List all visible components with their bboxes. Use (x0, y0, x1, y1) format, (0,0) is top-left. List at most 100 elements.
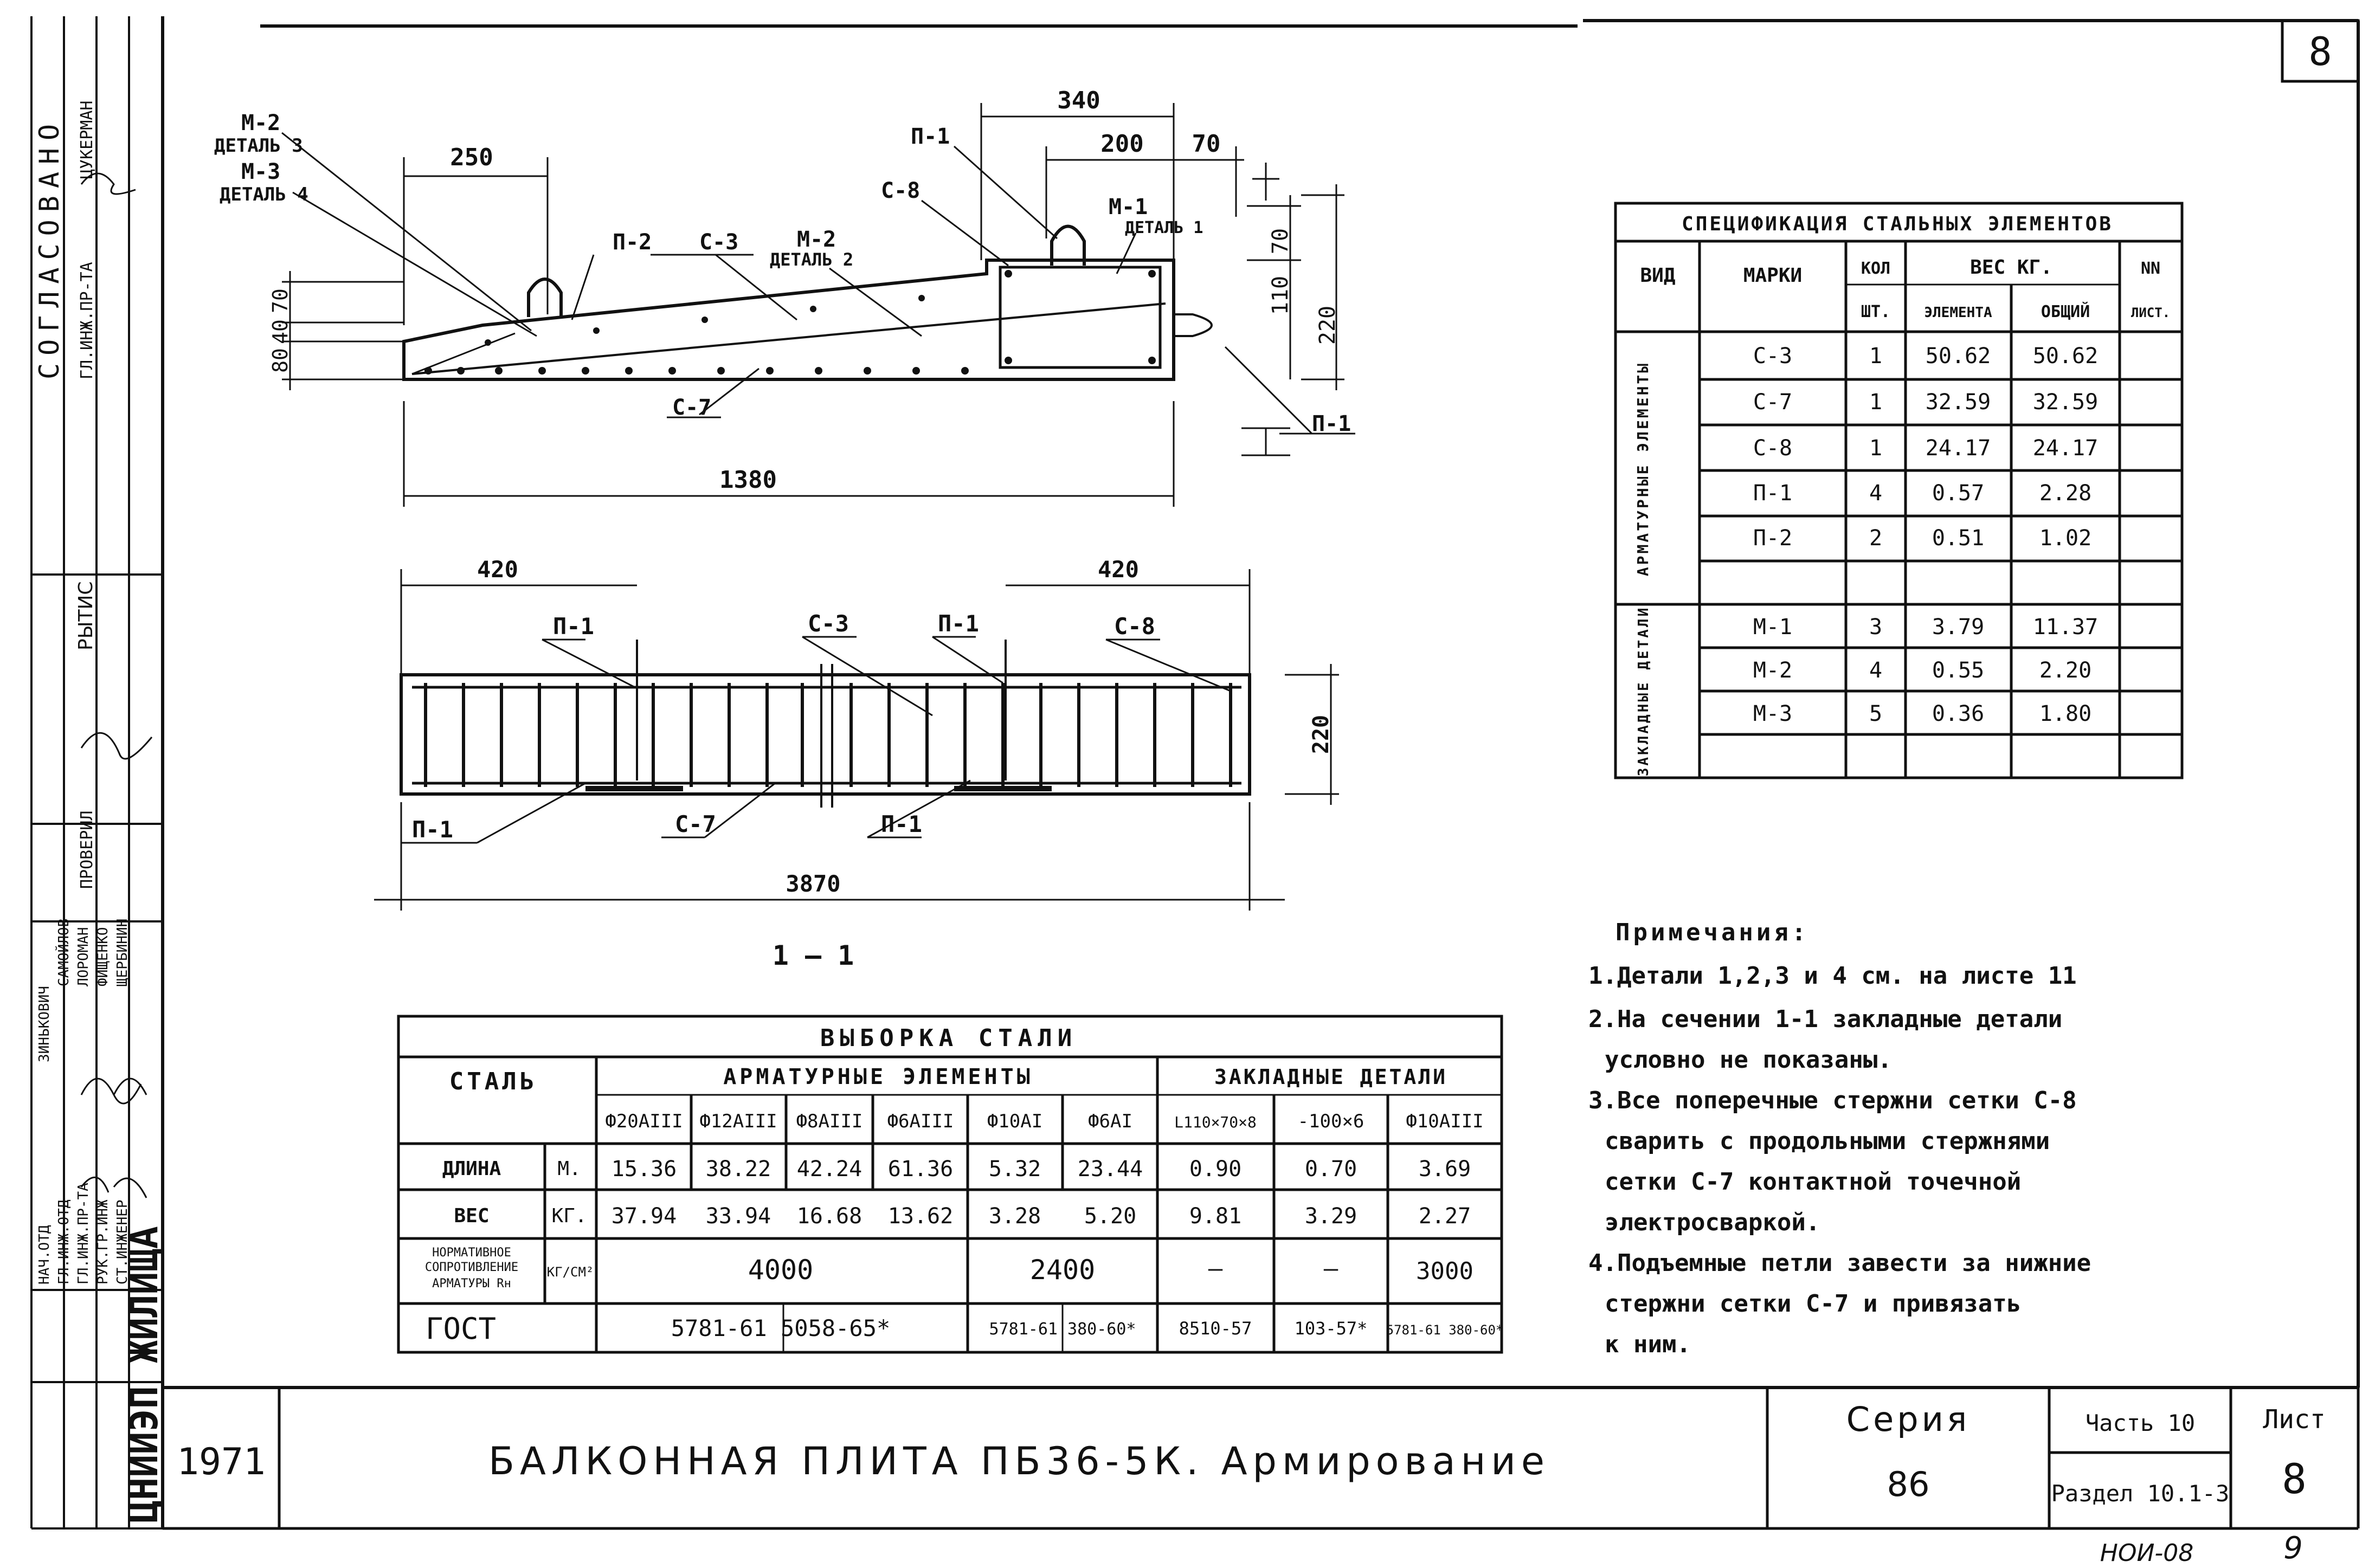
spec-cell: 32.59 (2033, 390, 2098, 415)
stamp-checker: РЫТИС (75, 581, 97, 650)
table-row: С-7 1 32.59 32.59 (1753, 390, 2098, 415)
spec-cell: 11.37 (2033, 615, 2098, 640)
label-c7: С-7 (672, 395, 711, 420)
plan-label-p1-d: П-1 (881, 811, 922, 837)
spec-cell: 0.51 (1932, 526, 1984, 551)
dim-70-top: 70 (1192, 130, 1221, 158)
section-cut-label: 1 — 1 (773, 940, 854, 971)
section-labels: М-2 ДЕТАЛЬ 3 М-3 ДЕТАЛЬ 4 П-2 С-3 М-2 ДЕ… (214, 111, 1351, 436)
stamp-name-c: ЛОРОМАН (75, 927, 92, 986)
stamp-name-d: ФИЩЕНКО (95, 927, 111, 986)
steel-norm-a: 4000 (748, 1254, 813, 1286)
table-row: М-3 5 0.36 1.80 (1753, 701, 2091, 726)
steel-group-b: ЗАКЛАДНЫЕ ДЕТАЛИ (1214, 1065, 1447, 1089)
stamp-chief-engineer: ГЛ.ИНЖ.ПР-ТА (78, 262, 96, 379)
steel-col-header: Ф10АIII (1406, 1111, 1483, 1132)
steel-cell: 3.29 (1305, 1204, 1357, 1229)
part-label: Часть 10 (2086, 1410, 2195, 1436)
spec-cell: П-1 (1753, 481, 1792, 506)
spec-h-kind: ВИД (1640, 264, 1675, 287)
dim-200: 200 (1100, 130, 1143, 158)
spec-cell: 50.62 (1926, 344, 1991, 369)
dim-420-right: 420 (1098, 556, 1139, 583)
plan-label-c8: С-8 (1114, 613, 1155, 640)
plan-view: 420 420 220 3870 П-1 С-3 П-1 С-8 П-1 С-7… (374, 556, 1339, 971)
section-label: Раздел 10.1-3 (2051, 1480, 2230, 1507)
steel-weight-row: ВЕС КГ. 37.94 33.94 16.68 13.62 3.28 5.2… (454, 1204, 1471, 1229)
stamp-text: СОГЛАСОВАНО ГЛ.ИНЖ.ПР-ТА ЦУКЕРМАН ПРОВЕР… (34, 101, 166, 1524)
title-year: 1971 (177, 1441, 266, 1483)
spec-cell: 1 (1869, 436, 1882, 461)
sheet-number: 8 (2308, 29, 2332, 74)
slab-outline (402, 224, 1213, 381)
spec-cell: 4 (1869, 481, 1882, 506)
spec-h-qty-unit: ШТ. (1861, 302, 1890, 321)
sheet-number-box: 8 (2281, 19, 2360, 83)
stamp-chief-proj: ГЛ.ИНЖ.ПР-ТА (75, 1183, 92, 1285)
dim-250: 250 (450, 144, 493, 171)
spec-cell: 3 (1869, 615, 1882, 640)
plan-label-c7: С-7 (675, 811, 716, 837)
steel-cell: 16.68 (797, 1204, 862, 1229)
spec-cell: М-2 (1753, 658, 1792, 683)
plan-label-p1-a: П-1 (553, 613, 594, 640)
stamp-chief-dept: ГЛ.ИНЖ.ОТД (56, 1199, 72, 1285)
sheet-title: БАЛКОННАЯ ПЛИТА ПБ36-5К. Армирование (488, 1439, 1550, 1483)
plan-outline (400, 664, 1251, 808)
section-dim-lines (282, 103, 1344, 507)
label-p1-right: П-1 (1312, 411, 1351, 436)
steel-weight-unit: КГ. (551, 1205, 587, 1227)
spec-cell: М-3 (1753, 701, 1792, 726)
title-block (161, 1388, 2360, 1530)
label-det1: ДЕТАЛЬ 1 (1125, 218, 1203, 237)
steel-cell: 15.36 (612, 1157, 677, 1182)
spec-cell: П-2 (1753, 526, 1792, 551)
plan-dim-lines (374, 569, 1339, 911)
rebar-dots (424, 270, 1156, 375)
label-det2: ДЕТАЛЬ 2 (770, 249, 853, 270)
stamp-name-b: САМОЙЛОВ (55, 919, 72, 986)
steel-col-header: Ф6АIII (887, 1111, 954, 1132)
steel-gost-label: ГОСТ (426, 1312, 496, 1346)
dim-80: 80 (268, 348, 292, 373)
steel-weight-label: ВЕС (454, 1205, 489, 1227)
steel-cell: 3.69 (1419, 1157, 1471, 1182)
note-line: электросваркой. (1605, 1209, 1820, 1236)
stamp-checked: ПРОВЕРИЛ (78, 811, 96, 889)
section-leaders (281, 132, 1355, 435)
steel-col-header: Ф10АI (987, 1111, 1042, 1132)
label-det3: ДЕТАЛЬ 3 (214, 135, 303, 157)
steel-gost-a: 5781-61 5058-65* (671, 1315, 891, 1341)
section-view: 250 340 200 70 70 110 220 80 40 70 1380 … (214, 87, 1355, 507)
steel-gost-c: 8510-57 (1179, 1318, 1252, 1339)
steel-gost-e: 5781-61 380-60* (1386, 1322, 1504, 1338)
steel-norm-unit: КГ/СМ² (547, 1264, 594, 1280)
spec-cell: 1.80 (2039, 701, 2091, 726)
steel-norm-d: — (1324, 1255, 1338, 1282)
steel-cell: 5.20 (1084, 1204, 1136, 1229)
steel-col-headers: Ф20АIII Ф12АIII Ф8АIII Ф6АIII Ф10АI Ф6АI… (605, 1111, 1483, 1132)
spec-rows: С-3 1 50.62 50.62 С-7 1 32.59 32.59 С-8 … (1753, 344, 2098, 726)
stamp-agreed: СОГЛАСОВАНО (34, 117, 65, 379)
spec-table: СПЕЦИФИКАЦИЯ СТАЛЬНЫХ ЭЛЕМЕНТОВ ВИД МАРК… (1614, 202, 2184, 779)
note-line: 4.Подъемные петли завести за нижние (1588, 1249, 2091, 1277)
spec-cell: 24.17 (1926, 436, 1991, 461)
steel-cell: 5.32 (989, 1157, 1041, 1182)
dim-1380: 1380 (719, 466, 777, 494)
table-row: П-1 4 0.57 2.28 (1753, 481, 2091, 506)
label-m3: М-3 (241, 159, 280, 184)
steel-norm-c: — (1208, 1255, 1223, 1282)
dim-70-left: 70 (268, 288, 292, 313)
table-row: М-2 4 0.55 2.20 (1753, 658, 2091, 683)
list-label: Лист (2263, 1404, 2326, 1435)
steel-cell: 13.62 (888, 1204, 953, 1229)
note-line: сварить с продольными стержнями (1605, 1127, 2050, 1155)
spec-cell: 32.59 (1926, 390, 1991, 415)
spec-cell: 1.02 (2039, 526, 2091, 551)
dim-220-plan: 220 (1309, 715, 1334, 754)
section-dims-text: 250 340 200 70 70 110 220 80 40 70 1380 (268, 87, 1340, 494)
dim-110: 110 (1268, 276, 1293, 315)
notes: Примечания: 1.Детали 1,2,3 и 4 см. на ли… (1588, 919, 2091, 1358)
note-line: 1.Детали 1,2,3 и 4 см. на листе 11 (1588, 962, 2077, 990)
steel-col-steel: СТАЛЬ (449, 1068, 537, 1095)
